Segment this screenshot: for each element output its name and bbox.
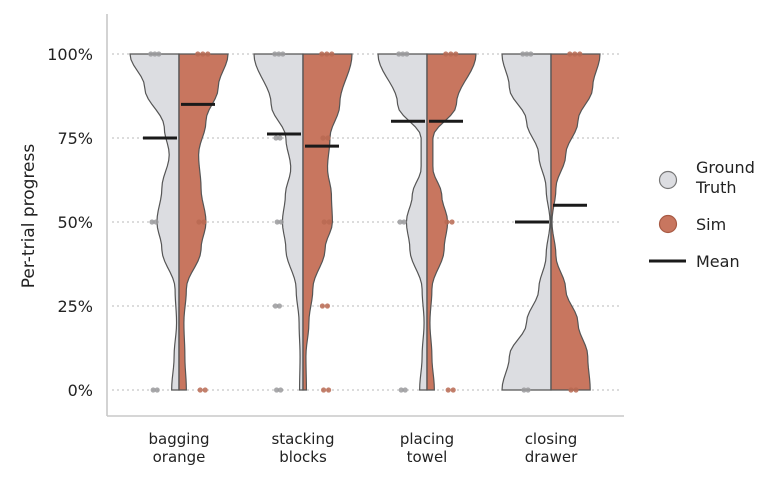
ground-truth-point [280,51,286,57]
ground-truth-point [404,51,410,57]
sim-point [326,219,332,225]
sim-point [443,51,449,57]
ground-truth-point [148,51,154,57]
sim-point [573,387,579,393]
ground-truth-point [274,387,280,393]
sim-point [201,219,207,225]
ground-truth-point [397,219,403,225]
y-tick-label: 0% [68,381,93,400]
violin-sim-2 [426,53,477,391]
ground-truth-point [278,387,284,393]
sim-point [205,51,211,57]
ground-truth-point [524,51,530,57]
y-tick-label: 100% [47,45,93,64]
ground-truth-point [521,387,527,393]
x-tick-label: drawer [525,448,578,466]
sim-point [445,387,451,393]
x-tick-label: closing [525,430,578,448]
sim-point [195,51,201,57]
legend-ground-truth-label: Truth [695,178,737,197]
ground-truth-point [152,51,158,57]
sim-point [444,219,450,225]
sim-point [577,51,583,57]
y-tick-label: 25% [57,297,93,316]
sim-point [321,387,327,393]
ground-truth-point [149,219,155,225]
ground-truth-point [276,303,282,309]
ground-truth-point [398,387,404,393]
legend-sim-swatch [658,214,678,234]
sim-point [324,303,330,309]
sim-point [449,219,455,225]
sim-point [202,387,208,393]
legend-ground-truth-swatch [658,170,678,190]
ground-truth-point [525,387,531,393]
x-tick-label: towel [407,448,448,466]
violin-ground-truth-1 [253,53,304,391]
ground-truth-point [272,51,278,57]
ground-truth-point [402,387,408,393]
sim-point [567,51,573,57]
ground-truth-point [528,51,534,57]
violin-ground-truth-3 [501,53,552,391]
ground-truth-point [274,219,280,225]
sim-point [319,303,325,309]
ground-truth-point [153,219,159,225]
ground-truth-point [520,51,526,57]
legend-mean-label: Mean [696,252,740,271]
ground-truth-point [277,135,283,141]
legend-ground-truth-label: Ground [696,158,755,177]
ground-truth-point [273,135,279,141]
ground-truth-point [272,303,278,309]
sim-point [450,387,456,393]
y-tick-label: 50% [57,213,93,232]
sim-point [197,387,203,393]
x-tick-label: blocks [279,448,327,466]
ground-truth-point [400,51,406,57]
ground-truth-point [156,51,162,57]
sim-point [324,51,330,57]
x-tick-label: placing [400,430,454,448]
sim-point [453,51,459,57]
sim-point [200,51,206,57]
sim-point [320,135,326,141]
y-axis-label: Per-trial progress [19,144,39,289]
sim-point [448,51,454,57]
sim-point [572,51,578,57]
legend-sim-label: Sim [696,215,726,234]
y-tick-label: 75% [57,129,93,148]
x-tick-label: bagging [149,430,210,448]
ground-truth-point [396,51,402,57]
sim-point [325,135,331,141]
mean-markers [143,102,587,224]
ground-truth-point [276,51,282,57]
sim-point [319,51,325,57]
x-tick-label: orange [153,448,206,466]
sim-point [321,219,327,225]
sim-point [568,387,574,393]
ground-truth-point [154,387,160,393]
sim-point [326,387,332,393]
violin-sim-3 [550,53,601,391]
violin-ground-truth-2 [377,53,428,391]
sim-point [329,51,335,57]
ground-truth-point [401,219,407,225]
ground-truth-point [150,387,156,393]
data-points [148,51,583,393]
x-tick-label: stacking [271,430,334,448]
sim-point [196,219,202,225]
ground-truth-point [278,219,284,225]
